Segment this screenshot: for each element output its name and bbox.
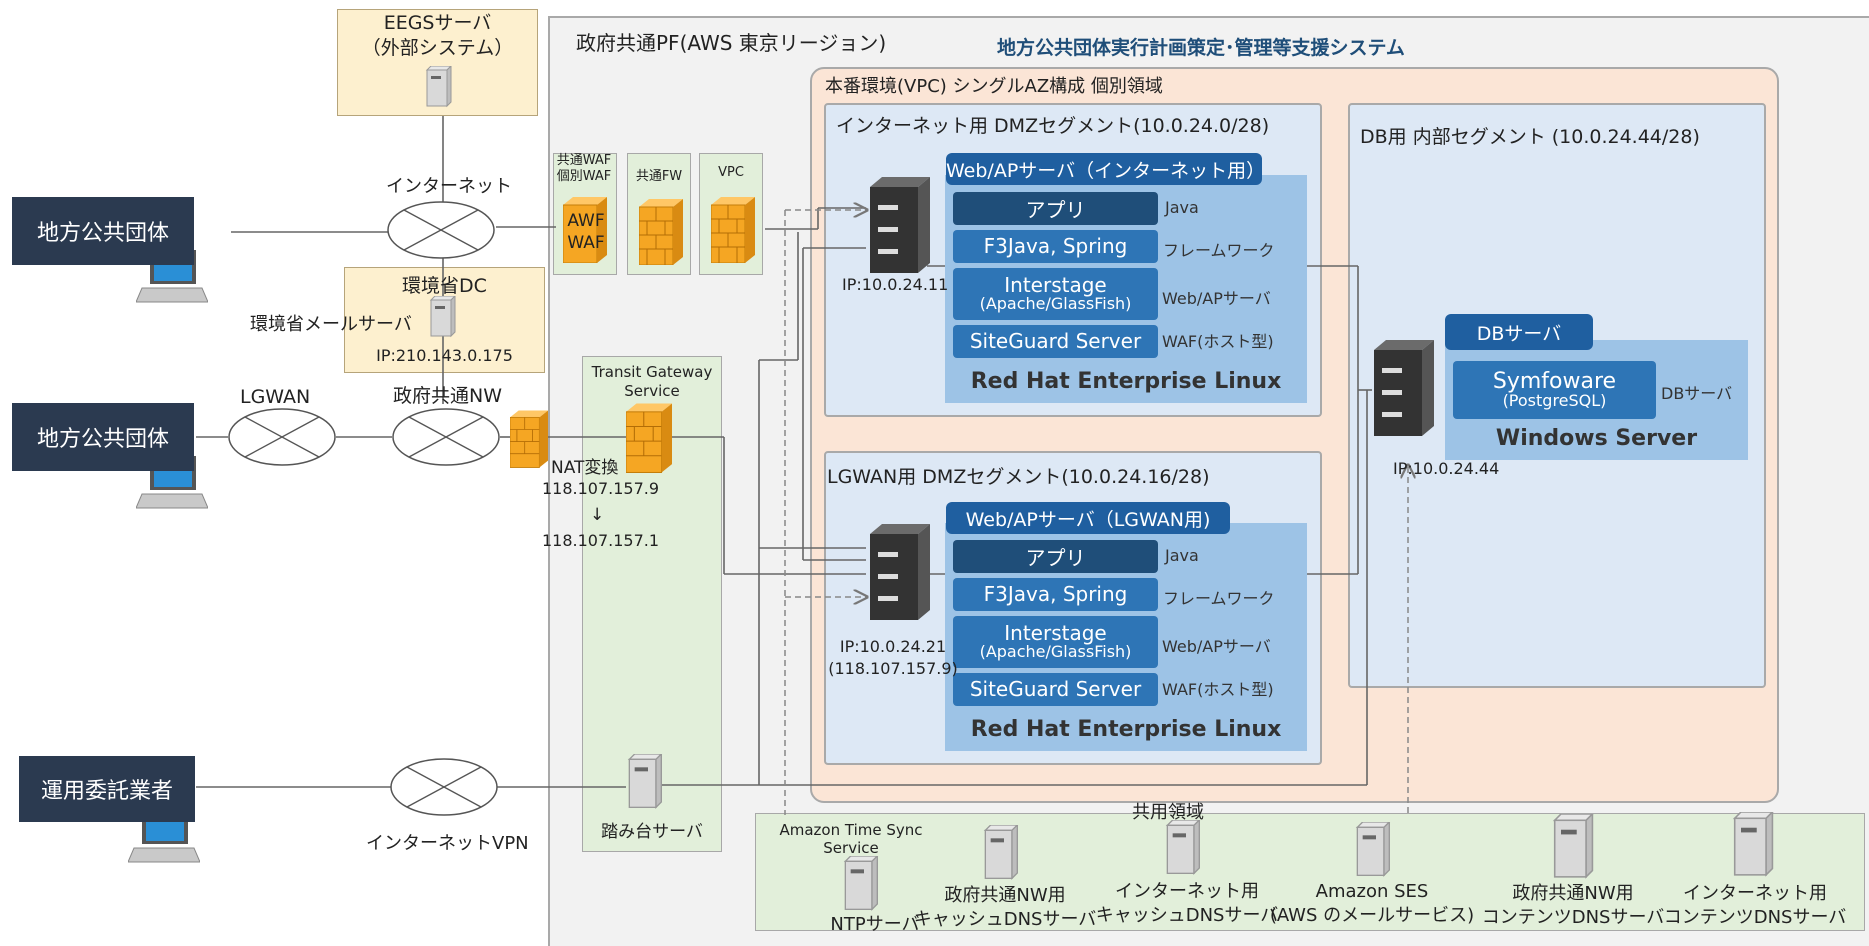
ses-label: Amazon SES (AWS のメールサービス) bbox=[1269, 881, 1475, 926]
firewall-icon bbox=[638, 199, 683, 269]
shared-area-title: 共用領域 bbox=[1132, 802, 1204, 823]
ntp-label: NTPサーバ bbox=[830, 914, 920, 935]
moe-dc-label: 環境省DC bbox=[402, 275, 487, 297]
inet-cache-dns-label: インターネット用 キャッシュDNSサーバ bbox=[1095, 881, 1279, 926]
web-internet-ip: IP:10.0.24.11 bbox=[842, 275, 949, 294]
web-server-internet-icon bbox=[866, 175, 932, 279]
nat-to: 118.107.157.1 bbox=[542, 531, 660, 550]
web-lgwan-app-side: Java bbox=[1165, 546, 1199, 565]
web-internet-app-side: Java bbox=[1165, 198, 1199, 217]
web-lgwan-os: Red Hat Enterprise Linux bbox=[970, 717, 1282, 742]
web-lgwan-ip: IP:10.0.24.21 (118.107.157.9) bbox=[828, 637, 958, 678]
db-server-icon bbox=[1370, 338, 1436, 442]
internet-label: インターネット bbox=[386, 176, 512, 197]
web-lgwan-siteguard-side: WAF(ホスト型) bbox=[1162, 680, 1274, 699]
local-government-2: 地方公共団体 bbox=[12, 403, 194, 471]
web-internet-middleware-side: Web/APサーバ bbox=[1162, 289, 1271, 308]
web-internet-siteguard: SiteGuard Server bbox=[953, 325, 1158, 358]
region-title: 政府共通PF(AWS 東京リージョン) bbox=[576, 31, 887, 55]
web-internet-siteguard-side: WAF(ホスト型) bbox=[1162, 332, 1274, 351]
moe-mail-server-icon bbox=[427, 294, 457, 342]
transit-gateway-firewall-icon bbox=[625, 403, 672, 477]
moe-mail-label: 環境省メールサーバ bbox=[250, 314, 412, 335]
db-header: DBサーバ bbox=[1445, 314, 1593, 350]
inet-content-dns-icon bbox=[1728, 810, 1776, 882]
db-engine-side: DBサーバ bbox=[1661, 384, 1733, 403]
web-internet-header: Web/APサーバ（インターネット用） bbox=[946, 153, 1265, 185]
web-lgwan-framework-side: フレームワーク bbox=[1163, 589, 1275, 608]
operator: 運用委託業者 bbox=[19, 756, 195, 822]
production-title: 本番環境(VPC) シングルAZ構成 個別領域 bbox=[825, 76, 1163, 97]
db-engine: Symfoware (PostgreSQL) bbox=[1453, 361, 1656, 419]
vpc-label: VPC bbox=[718, 165, 744, 180]
ses-server-icon bbox=[1352, 820, 1392, 882]
internet-segment-title: インターネット用 DMZセグメント(10.0.24.0/28) bbox=[836, 115, 1270, 137]
web-lgwan-middleware-side: Web/APサーバ bbox=[1162, 637, 1271, 656]
lgwan-label: LGWAN bbox=[240, 386, 311, 408]
web-internet-app: アプリ bbox=[953, 192, 1158, 225]
moe-ip: IP:210.143.0.175 bbox=[376, 346, 513, 365]
gov-content-dns-icon bbox=[1548, 812, 1596, 884]
web-server-lgwan-icon bbox=[866, 522, 932, 626]
db-segment-title: DB用 内部セグメント (10.0.24.44/28) bbox=[1360, 126, 1700, 148]
web-lgwan-header: Web/APサーバ（LGWAN用) bbox=[946, 502, 1230, 534]
awf-text: AWF WAF bbox=[567, 211, 605, 253]
bastion-label: 踏み台サーバ bbox=[601, 822, 703, 842]
web-lgwan-app: アプリ bbox=[953, 540, 1158, 573]
inet-cache-dns-icon bbox=[1162, 818, 1202, 880]
lgwan-segment-title: LGWAN用 DMZセグメント(10.0.24.16/28) bbox=[827, 466, 1210, 488]
ntp-server-icon bbox=[840, 854, 880, 916]
nat-label: NAT変換 bbox=[551, 458, 619, 478]
eegs-server-icon bbox=[423, 64, 453, 112]
firewall-icon bbox=[710, 197, 755, 267]
system-title: 地方公共団体実行計画策定･管理等支援システム bbox=[997, 37, 1405, 59]
transit-gateway-label: Transit Gateway Service bbox=[591, 363, 713, 400]
waf-firewall-icon bbox=[562, 197, 607, 267]
web-internet-os: Red Hat Enterprise Linux bbox=[970, 369, 1282, 394]
web-lgwan-framework: F3Java, Spring bbox=[953, 578, 1158, 611]
eegs-label: EEGSサーバ （外部システム） bbox=[361, 12, 514, 59]
web-lgwan-middleware: Interstage (Apache/GlassFish) bbox=[953, 616, 1158, 668]
web-internet-middleware: Interstage (Apache/GlassFish) bbox=[953, 268, 1158, 320]
gov-cache-dns-label: 政府共通NW用 キャッシュDNSサーバ bbox=[913, 885, 1097, 930]
inet-content-dns-label: インターネット用 コンテンツDNSサーバ bbox=[1663, 883, 1847, 928]
nat-firewall-icon bbox=[509, 410, 548, 472]
web-internet-framework-side: フレームワーク bbox=[1163, 241, 1275, 260]
waf-box-label: 共通WAF 個別WAF bbox=[556, 153, 612, 184]
db-ip: IP:10.0.24.44 bbox=[1393, 459, 1500, 478]
common-fw-label: 共通FW bbox=[635, 169, 683, 184]
bastion-server-icon bbox=[624, 752, 664, 814]
gov-content-dns-label: 政府共通NW用 コンテンツDNSサーバ bbox=[1481, 883, 1665, 928]
time-sync-label: Amazon Time Sync Service bbox=[779, 821, 923, 857]
gov-nw-label: 政府共通NW bbox=[393, 385, 502, 407]
shared-area bbox=[755, 813, 1865, 931]
web-internet-framework: F3Java, Spring bbox=[953, 230, 1158, 263]
internet-vpn-label: インターネットVPN bbox=[366, 833, 529, 854]
db-os: Windows Server bbox=[1495, 426, 1698, 451]
gov-cache-dns-icon bbox=[980, 823, 1020, 885]
web-lgwan-siteguard: SiteGuard Server bbox=[953, 673, 1158, 706]
local-government-1: 地方公共団体 bbox=[12, 197, 194, 265]
nat-from: 118.107.157.9 bbox=[542, 479, 660, 498]
nat-arrow: ↓ bbox=[590, 505, 605, 525]
